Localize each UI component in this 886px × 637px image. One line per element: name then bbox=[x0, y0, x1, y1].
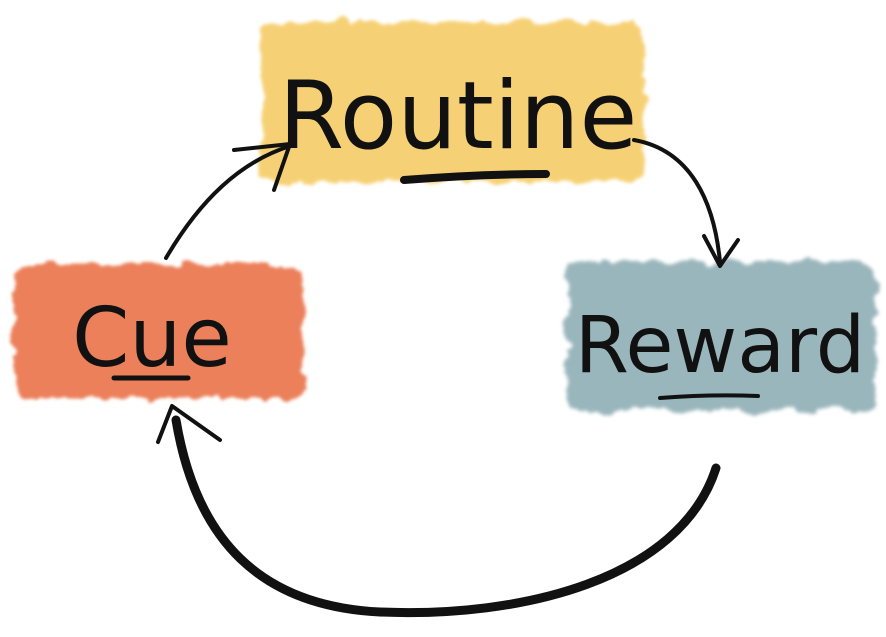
arrow-cue-to-routine-head bbox=[232, 142, 292, 192]
edge-reward-to-cue bbox=[156, 404, 721, 618]
edge-cue-to-routine bbox=[164, 142, 292, 260]
cue-label: Cue bbox=[72, 291, 232, 386]
node-cue: Cue bbox=[14, 264, 304, 398]
cue-background bbox=[14, 264, 304, 398]
node-routine: Routine bbox=[262, 22, 644, 184]
arrow-reward-to-cue-shaft bbox=[171, 415, 721, 618]
routine-underline bbox=[400, 170, 550, 184]
arrow-cue-to-routine-shaft bbox=[164, 144, 292, 260]
arrow-reward-to-cue-head bbox=[156, 404, 222, 444]
reward-underline bbox=[658, 393, 760, 400]
routine-label: Routine bbox=[279, 62, 638, 171]
edge-routine-to-reward bbox=[632, 138, 740, 268]
arrow-routine-to-reward-shaft bbox=[632, 138, 722, 264]
reward-label: Reward bbox=[575, 301, 865, 391]
routine-background bbox=[262, 22, 644, 182]
arrow-routine-to-reward-head bbox=[702, 234, 740, 268]
node-reward: Reward bbox=[566, 262, 876, 410]
reward-background bbox=[566, 262, 876, 410]
